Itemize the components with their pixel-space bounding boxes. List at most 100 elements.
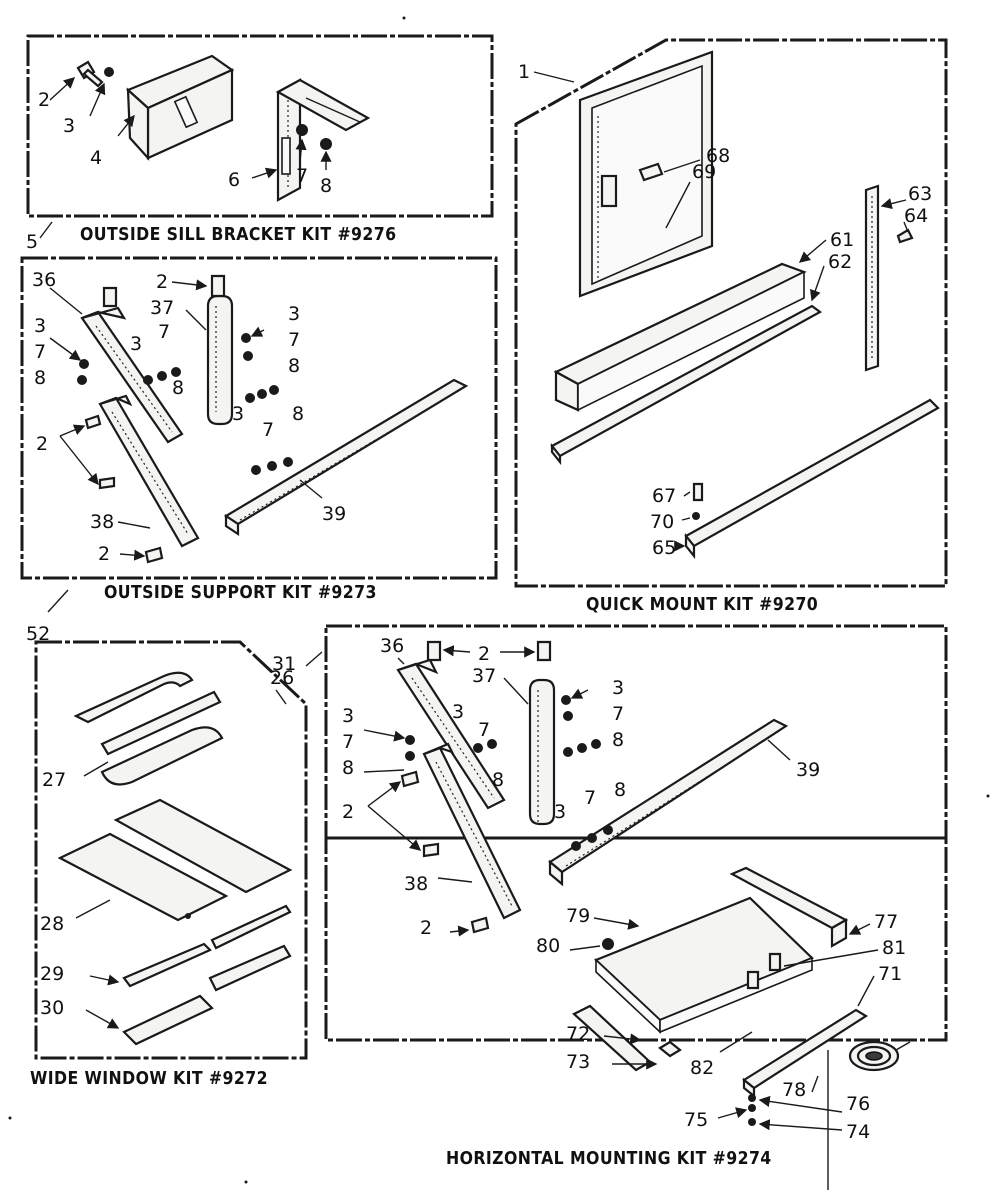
callout-7: 7 bbox=[342, 731, 354, 753]
outside-sill-bracket-kit-panel: 2 3 4 6 7 8 5 OUTSIDE SILL BRACKET KIT #… bbox=[26, 34, 494, 253]
screw-part-h2a bbox=[426, 640, 442, 662]
callout-81: 81 bbox=[882, 937, 906, 959]
callout-3: 3 bbox=[342, 705, 354, 727]
strip-part-62 bbox=[550, 304, 823, 466]
callout-39: 39 bbox=[322, 503, 346, 525]
washer-part-2 bbox=[320, 138, 332, 150]
washer-part-74 bbox=[748, 1118, 756, 1126]
callout-38: 38 bbox=[404, 873, 428, 895]
callout-7c: 7 bbox=[288, 329, 300, 351]
callout-8d: 8 bbox=[614, 779, 626, 801]
callout-77: 77 bbox=[874, 911, 898, 933]
callout-3d: 3 bbox=[232, 403, 244, 425]
screw-part-h2c bbox=[400, 770, 420, 788]
callout-26: 26 bbox=[270, 667, 294, 689]
callout-72: 72 bbox=[566, 1023, 590, 1045]
nut-part-h9 bbox=[591, 739, 601, 749]
callout-7d: 7 bbox=[584, 787, 596, 809]
callout-80: 80 bbox=[536, 935, 560, 957]
bar-part-30 bbox=[122, 944, 292, 1046]
callout-3: 3 bbox=[63, 115, 75, 137]
wide-window-kit-panel: 26 27 28 29 30 WIDE WINDOW KIT #9272 bbox=[30, 640, 308, 1089]
callout-8c: 8 bbox=[288, 355, 300, 377]
callout-29: 29 bbox=[40, 963, 64, 985]
callout-38: 38 bbox=[90, 511, 114, 533]
support-bracket-part-36 bbox=[80, 306, 184, 444]
looped-strip-part-27 bbox=[73, 671, 224, 786]
callout-3d: 3 bbox=[554, 801, 566, 823]
nut-part-h11 bbox=[587, 833, 597, 843]
callout-7b: 7 bbox=[158, 321, 170, 343]
callout-37: 37 bbox=[472, 665, 496, 687]
callout-7c: 7 bbox=[612, 703, 624, 725]
callout-7: 7 bbox=[34, 341, 46, 363]
callout-73: 73 bbox=[566, 1051, 590, 1073]
callout-2b: 2 bbox=[36, 433, 48, 455]
nut-part-s12 bbox=[267, 461, 277, 471]
callout-71: 71 bbox=[878, 963, 902, 985]
brace-part-37 bbox=[206, 294, 234, 426]
callout-8b: 8 bbox=[492, 769, 504, 791]
callout-36: 36 bbox=[32, 269, 56, 291]
frame-screw-part bbox=[638, 162, 664, 182]
horizontal-mounting-kit-panel: 31 36 2 37 3 7 8 3 7 8 3 7 8 3 7 8 2 39 … bbox=[272, 624, 948, 1190]
screw-part-2e bbox=[144, 546, 164, 564]
quick-mount-kit-panel: 1 68 69 63 64 61 62 67 70 65 QUICK MOUNT… bbox=[514, 38, 948, 615]
quick-mount-kit-title: QUICK MOUNT KIT #9270 bbox=[586, 595, 818, 615]
callout-70: 70 bbox=[650, 511, 674, 533]
outside-support-kit-title: OUTSIDE SUPPORT KIT #9273 bbox=[104, 583, 377, 603]
scan-speck bbox=[986, 794, 990, 798]
nut-part-s11 bbox=[251, 465, 261, 475]
callout-2c: 2 bbox=[98, 543, 110, 565]
screw-part-67 bbox=[692, 482, 704, 502]
nut-part-s7 bbox=[243, 351, 253, 361]
washer-part-70 bbox=[692, 512, 700, 520]
callout-7b: 7 bbox=[478, 719, 490, 741]
mount-rail-part-38 bbox=[422, 742, 522, 920]
callout-8b: 8 bbox=[172, 377, 184, 399]
callout-8: 8 bbox=[320, 175, 332, 197]
bar-part-29 bbox=[122, 904, 292, 988]
callout-74: 74 bbox=[846, 1121, 870, 1143]
panel-part-28-upper bbox=[113, 798, 293, 894]
callout-3: 3 bbox=[34, 315, 46, 337]
sill-bracket-part bbox=[125, 54, 235, 161]
nut-part-s8 bbox=[245, 393, 255, 403]
callout-27: 27 bbox=[42, 769, 66, 791]
nut-part-h12 bbox=[603, 825, 613, 835]
support-rail-part-38 bbox=[98, 394, 200, 548]
callout-31: 31 bbox=[272, 653, 296, 675]
nut-part-75 bbox=[748, 1104, 756, 1112]
screw-part-h2e bbox=[470, 916, 490, 934]
scan-speck bbox=[402, 16, 406, 20]
channel-part-61 bbox=[553, 262, 807, 412]
callout-76: 76 bbox=[846, 1093, 870, 1115]
mount-brace-part-37 bbox=[528, 678, 556, 826]
callout-79: 79 bbox=[566, 905, 590, 927]
callout-2b: 2 bbox=[342, 801, 354, 823]
screw-part-2b bbox=[210, 274, 226, 298]
callout-7: 7 bbox=[296, 165, 308, 187]
callout-3b: 3 bbox=[452, 701, 464, 723]
support-arm-part-39 bbox=[223, 378, 469, 537]
callout-78: 78 bbox=[782, 1079, 806, 1101]
horizontal-mounting-kit-title: HORIZONTAL MOUNTING KIT #9274 bbox=[446, 1149, 772, 1169]
callout-30: 30 bbox=[40, 997, 64, 1019]
nut-part-h7 bbox=[563, 747, 573, 757]
nut-part-h8 bbox=[577, 743, 587, 753]
screw-part-82 bbox=[746, 970, 760, 990]
nut-part-h1 bbox=[405, 735, 415, 745]
nut-part-s13 bbox=[283, 457, 293, 467]
screw-part-2d bbox=[98, 476, 116, 490]
bar-part-77 bbox=[729, 866, 849, 948]
callout-62: 62 bbox=[828, 251, 852, 273]
callout-7d: 7 bbox=[262, 419, 274, 441]
callout-68: 68 bbox=[706, 145, 730, 167]
angle-part-65 bbox=[684, 398, 940, 560]
nut-part bbox=[296, 124, 308, 136]
callout-2: 2 bbox=[38, 89, 50, 111]
callout-67: 67 bbox=[652, 485, 676, 507]
nut-part-s10 bbox=[269, 385, 279, 395]
callout-3c: 3 bbox=[612, 677, 624, 699]
